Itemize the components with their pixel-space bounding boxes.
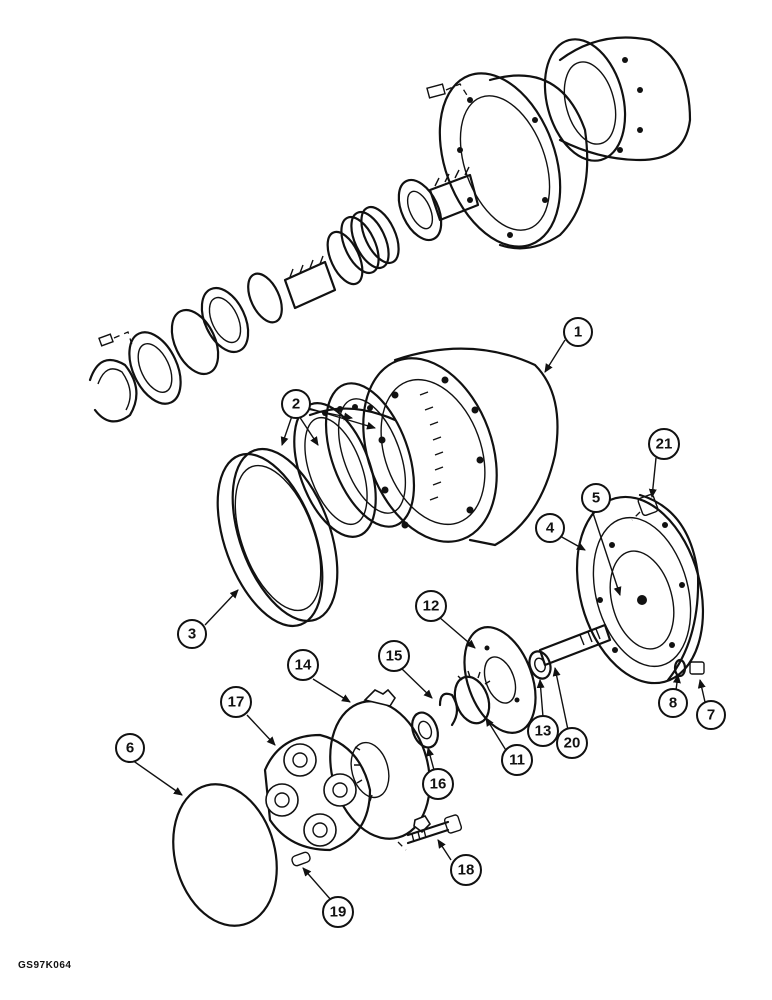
seal-ring: [216, 447, 339, 628]
svg-text:12: 12: [423, 598, 440, 615]
svg-text:19: 19: [330, 904, 347, 921]
svg-text:4: 4: [546, 520, 555, 537]
callout-18: 18: [450, 854, 482, 886]
upper-housing: [438, 72, 589, 250]
planet-gear-set-17: [263, 733, 372, 852]
svg-text:15: 15: [386, 648, 403, 665]
ring-gear-carrier: [575, 493, 705, 685]
svg-text:17: 17: [228, 694, 245, 711]
upper-hub-drum: [543, 36, 692, 162]
upper-thrust-washer: [397, 178, 443, 242]
callout-3: 3: [177, 619, 207, 649]
washer-16: [411, 711, 439, 749]
callout-16: 16: [422, 768, 454, 800]
upper-bearing-rings: [128, 272, 283, 405]
callout-2: 2: [281, 389, 311, 419]
svg-text:3: 3: [188, 626, 196, 643]
callout-5: 5: [581, 483, 611, 513]
callout-1: 1: [563, 317, 593, 347]
figure-code: GS97K064: [18, 960, 72, 971]
bolt-21: [631, 493, 659, 521]
svg-text:8: 8: [669, 695, 677, 712]
bolt-7: [689, 661, 705, 675]
svg-text:1: 1: [574, 324, 582, 341]
svg-text:2: 2: [292, 396, 300, 413]
bolt-18: [397, 814, 463, 851]
svg-text:11: 11: [509, 752, 525, 769]
callout-11: 11: [501, 744, 533, 776]
upper-spline-shaft: [283, 255, 337, 310]
svg-text:20: 20: [564, 735, 581, 752]
thrust-plate-12: [463, 626, 537, 734]
bearing-assembly: [293, 382, 416, 538]
main-housing: [362, 347, 559, 547]
pin-19: [291, 851, 311, 867]
o-ring-6: [172, 783, 278, 927]
callout-6: 6: [115, 733, 145, 763]
svg-text:18: 18: [458, 862, 475, 879]
upper-sun-gear: [428, 166, 480, 222]
callout-20: 20: [556, 727, 588, 759]
callout-17: 17: [220, 686, 252, 718]
callout-7: 7: [696, 700, 726, 730]
svg-text:5: 5: [592, 490, 600, 507]
snap-ring-15: [438, 692, 459, 727]
drive-shaft: [538, 623, 612, 667]
svg-text:16: 16: [430, 776, 447, 793]
callout-14: 14: [287, 649, 319, 681]
upper-disc-stack: [326, 205, 400, 286]
callout-4: 4: [535, 513, 565, 543]
callout-15: 15: [378, 640, 410, 672]
callout-19: 19: [322, 896, 354, 928]
upper-setscrew: [426, 83, 471, 101]
leader-lines: [131, 339, 706, 901]
callout-12: 12: [415, 590, 447, 622]
svg-text:6: 6: [126, 740, 134, 757]
svg-text:7: 7: [707, 707, 715, 724]
callout-8: 8: [658, 688, 688, 718]
callout-21: 21: [648, 428, 680, 460]
callout-13: 13: [527, 715, 559, 747]
svg-text:21: 21: [656, 436, 673, 453]
svg-text:13: 13: [535, 723, 552, 740]
svg-text:14: 14: [295, 657, 312, 674]
upper-snap-ring: [88, 331, 138, 423]
